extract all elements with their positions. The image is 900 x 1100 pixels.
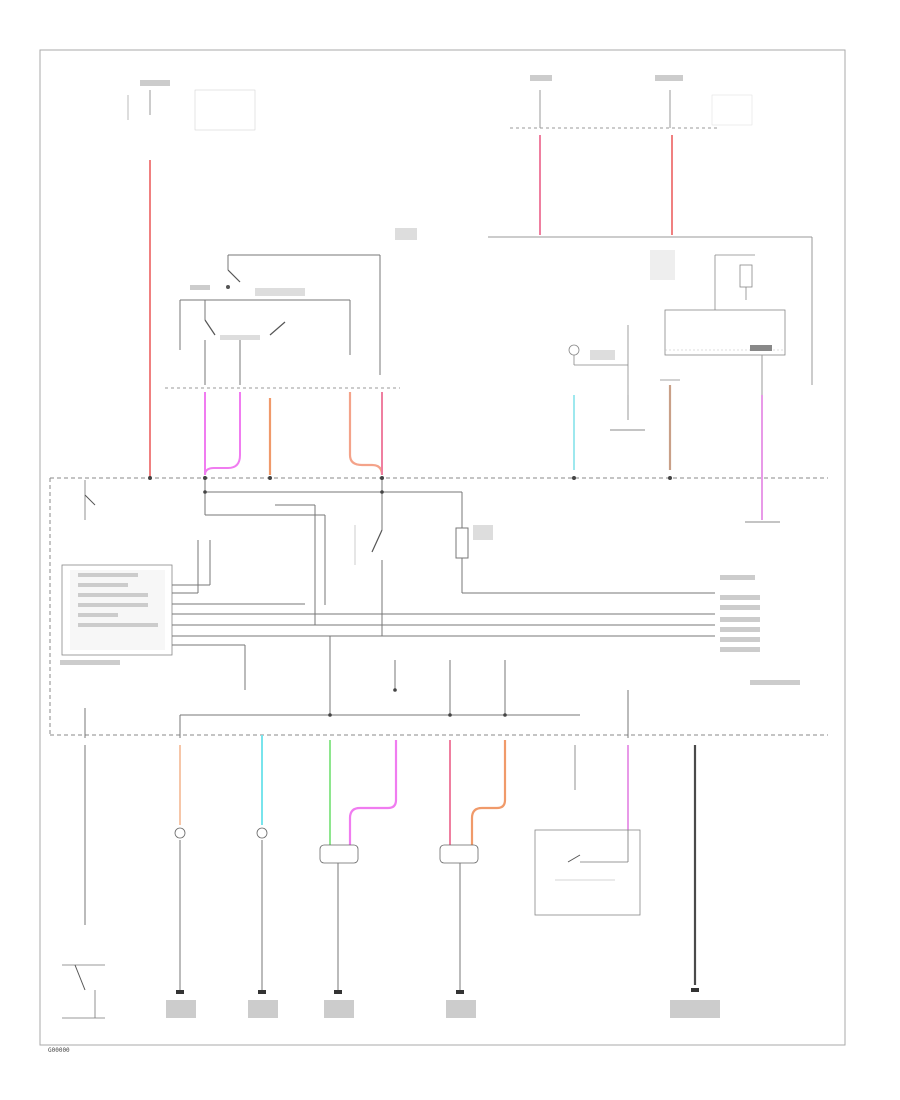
top-right-fuse-block [488,75,813,385]
control-module-internal [60,480,800,690]
diagram-frame [39,49,846,1046]
switch-output-wires [204,392,384,476]
top-left-fuse-feed [127,80,256,478]
ground-symbols [176,988,699,994]
dimmer-relay-box [650,250,786,523]
figure-code: G00000 [48,1047,70,1054]
ground-labels [166,1000,720,1018]
headlight-switch [165,228,417,389]
lamp-symbols [174,827,641,916]
ground-wires [62,840,461,1019]
bottom-output-wires [84,735,697,985]
park-switch [568,325,680,470]
connector-dots [148,476,672,717]
module-output-drivers [84,580,629,738]
